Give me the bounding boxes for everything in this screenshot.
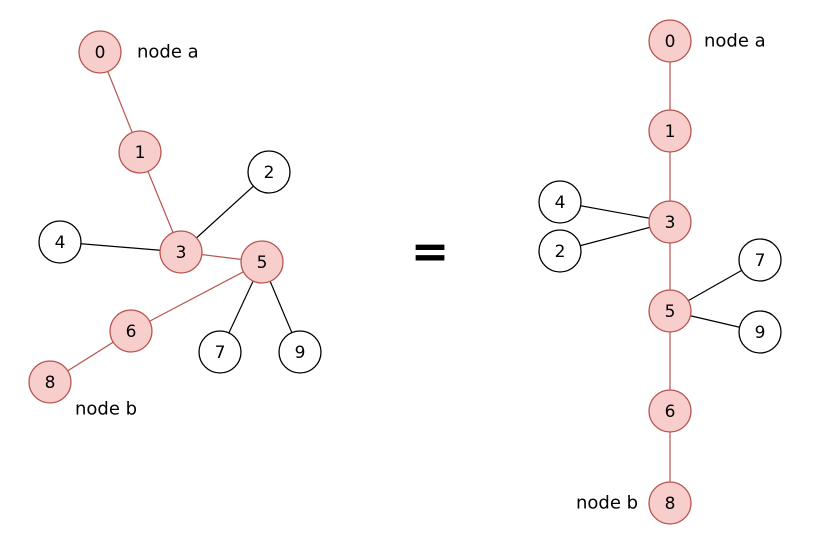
node-circle [118,130,162,174]
node-circle [648,19,692,63]
node-2: 2 [247,150,291,194]
node-circle [278,330,322,374]
node-1: 1 [648,109,692,153]
node-label: 9 [295,343,306,363]
node-label: 9 [755,323,766,343]
node-label: 2 [555,242,566,262]
annotation-node-b: node b [75,399,137,420]
node-3: 3 [648,200,692,244]
node-0: 0 [78,30,122,74]
edge-5-6 [130,261,263,332]
node-label: 7 [215,343,226,363]
node-circle [648,289,692,333]
node-label: 1 [135,143,146,163]
node-5: 5 [648,289,692,333]
node-label: 5 [257,253,268,273]
node-7: 7 [198,330,242,374]
node-circle [648,109,692,153]
node-label: 0 [95,43,106,63]
node-label: 8 [665,494,676,514]
node-label: 1 [665,122,676,142]
node-8: 8 [648,481,692,525]
right-graph-straightened-path: 0 1 4 3 2 7 5 9 6 8 node a node b [538,19,782,525]
node-circle [240,240,284,284]
node-label: 6 [126,322,137,342]
node-circle [648,389,692,433]
node-5: 5 [240,240,284,284]
annotation-node-a: node a [704,31,766,52]
node-9: 9 [738,310,782,354]
node-label: 6 [665,402,676,422]
node-circle [738,238,782,282]
node-label: 5 [665,302,676,322]
equals-sign: = [410,224,450,278]
node-circle [738,310,782,354]
node-label: 4 [555,193,566,213]
node-9: 9 [278,330,322,374]
node-2: 2 [538,229,582,273]
node-label: 8 [45,373,56,393]
node-label: 3 [176,243,187,263]
node-label: 3 [665,213,676,233]
node-circle [247,150,291,194]
node-label: 4 [55,233,66,253]
node-circle [648,200,692,244]
node-label: 2 [264,163,275,183]
node-label: 7 [755,251,766,271]
annotation-node-b: node b [576,493,638,514]
node-6: 6 [109,309,153,353]
node-circle [28,360,72,404]
node-7: 7 [738,238,782,282]
node-8: 8 [28,360,72,404]
left-graph-original-tree: 0 1 2 4 3 5 6 7 9 8 node a node b [28,30,322,420]
node-4: 4 [38,220,82,264]
node-6: 6 [648,389,692,433]
node-3: 3 [159,230,203,274]
node-1: 1 [118,130,162,174]
node-circle [538,180,582,224]
node-4: 4 [538,180,582,224]
node-circle [198,330,242,374]
node-0: 0 [648,19,692,63]
node-circle [78,30,122,74]
node-label: 0 [665,32,676,52]
node-circle [109,309,153,353]
node-circle [159,230,203,274]
node-circle [538,229,582,273]
node-circle [648,481,692,525]
annotation-node-a: node a [137,42,199,63]
node-circle [38,220,82,264]
